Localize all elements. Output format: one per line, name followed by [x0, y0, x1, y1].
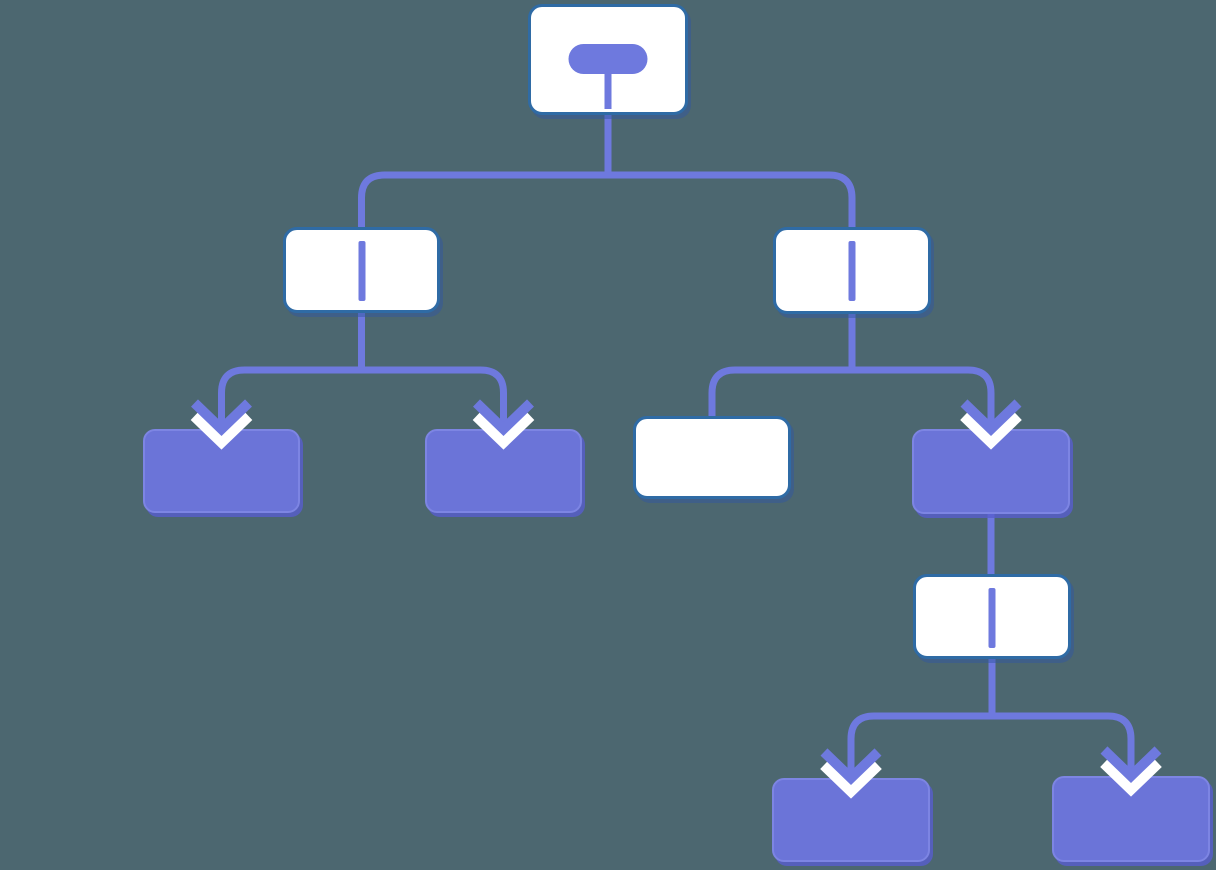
- target-node-right[interactable]: [912, 429, 1070, 514]
- branch-node-right[interactable]: [773, 227, 931, 314]
- leaf-node-bottom-1[interactable]: [772, 778, 930, 862]
- leaf-node-left-2[interactable]: [425, 429, 582, 513]
- root-pill-icon: [568, 44, 648, 110]
- child-node-plain[interactable]: [633, 416, 791, 499]
- leaf-node-left-1[interactable]: [143, 429, 300, 513]
- leaf-node-bottom-2[interactable]: [1052, 776, 1210, 862]
- branch-node-left[interactable]: [283, 227, 440, 313]
- vertical-line-icon: [358, 241, 365, 301]
- branch-node-lower[interactable]: [913, 574, 1071, 659]
- vertical-line-icon: [988, 588, 996, 648]
- vertical-line-icon: [848, 241, 856, 301]
- root-node[interactable]: [528, 4, 688, 115]
